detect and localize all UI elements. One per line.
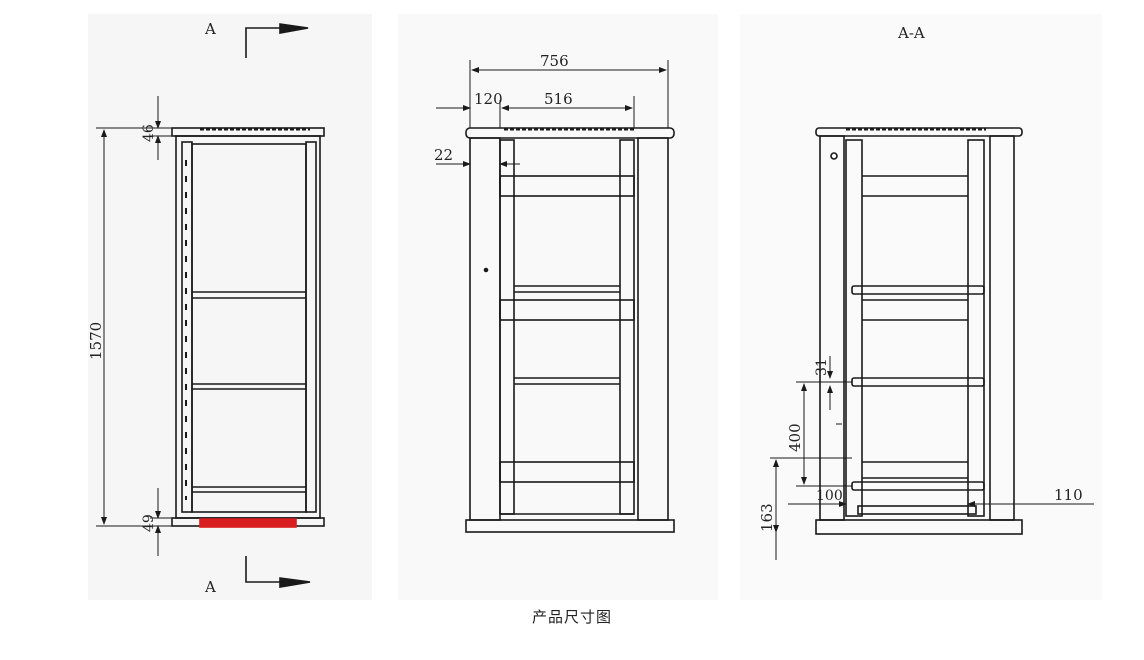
dim-overall-width-label: 756 [540, 52, 569, 70]
dim-offset-label: 120 [474, 90, 503, 108]
middle-view-panel [398, 14, 718, 600]
right-view [770, 127, 1094, 560]
dim-bottom-label: 49 [141, 514, 157, 532]
section-title: A-A [897, 24, 925, 42]
cabinet-dimension-drawing: A A 46 1570 49 756 120 516 22 [87, 14, 1102, 600]
dim-small-label: 31 [814, 358, 830, 376]
dim-bottom-left-label: 100 [816, 488, 843, 504]
section-mark-bottom: A [204, 578, 216, 596]
middle-view [436, 60, 675, 533]
arrow-head-icon [279, 577, 311, 588]
dim-bottom-height-label: 163 [758, 503, 776, 532]
section-arrow-top [245, 27, 282, 58]
right-view-panel [740, 14, 1102, 600]
red-base-strip [199, 518, 297, 528]
section-arrow-bottom [245, 556, 282, 583]
dim-top-label: 46 [141, 124, 157, 142]
dim-bottom-right-label: 110 [1054, 486, 1083, 504]
dim-height-label: 1570 [87, 322, 105, 360]
figure-caption: 产品尺寸图 [531, 608, 612, 626]
dim-spacing-label: 400 [786, 423, 804, 452]
section-mark-top: A [204, 20, 216, 38]
left-view [96, 23, 325, 588]
dim-side-label: 22 [434, 146, 453, 164]
left-view-panel [88, 14, 372, 600]
dim-inner-width-label: 516 [544, 90, 573, 108]
arrow-head-icon [279, 23, 309, 34]
